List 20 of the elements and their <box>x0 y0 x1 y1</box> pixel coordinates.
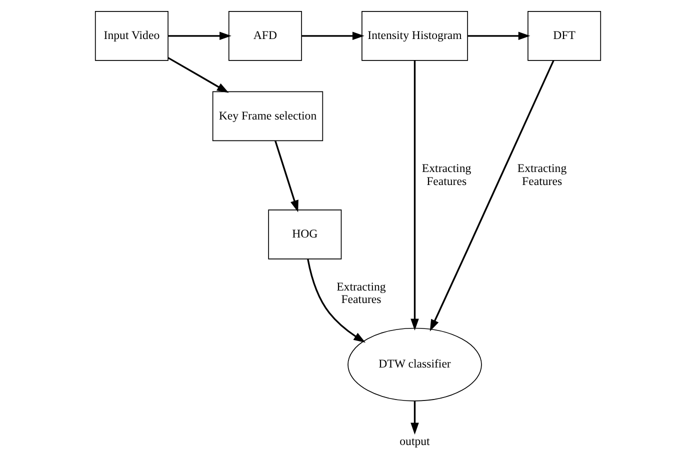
node-box: Key Frame selection <box>212 91 324 142</box>
arrow <box>168 57 229 93</box>
edge-label: Extracting Features <box>336 279 386 306</box>
edge-label: Extracting Features <box>517 161 567 188</box>
node-box: Intensity Histogram <box>362 10 468 61</box>
node-box: DFT <box>528 10 602 61</box>
node-text: output <box>400 434 430 448</box>
arrow <box>410 401 419 435</box>
arrow <box>302 32 364 40</box>
edge-label: Extracting Features <box>422 161 472 188</box>
node-box: Input Video <box>94 10 168 61</box>
arrow <box>274 140 298 212</box>
node-box: AFD <box>228 10 302 61</box>
arrow <box>307 259 366 343</box>
node-ellipse: DTW classifier <box>348 328 482 402</box>
arrow <box>168 32 232 40</box>
arrow <box>430 60 554 332</box>
node-box: HOG <box>268 210 342 260</box>
arrow <box>410 60 419 331</box>
arrow <box>468 32 530 40</box>
